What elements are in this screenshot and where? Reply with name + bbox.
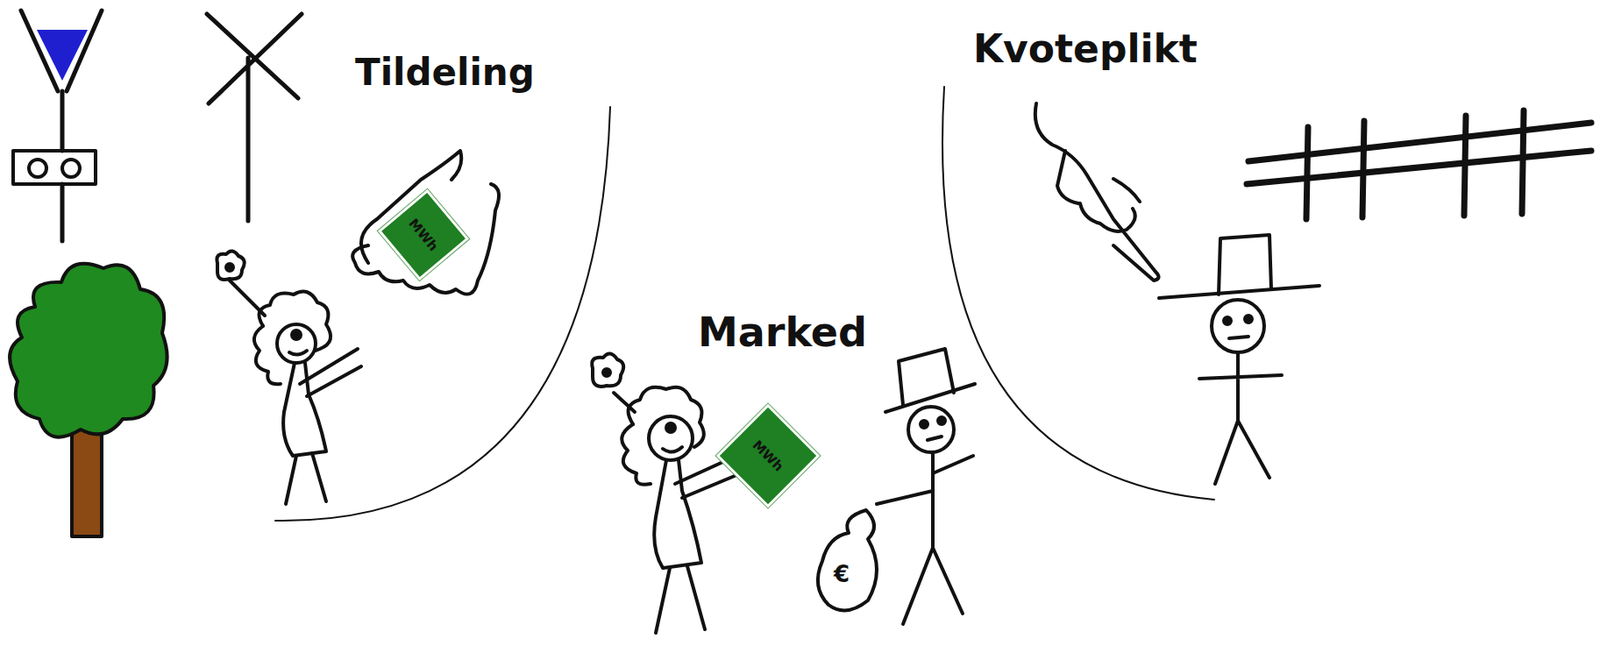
pointing-hand [1035,103,1160,281]
tree [9,263,168,537]
hydro-symbol [13,10,102,242]
girl-figure [216,250,362,505]
certificate-box: MWh [377,189,470,281]
girl-figure [591,353,741,633]
section-heading: Tildeling [355,50,535,94]
currency-mark: € [833,561,850,588]
certificate-label: MWh [405,215,442,255]
windmill-symbol [206,14,302,221]
buyer-figure [817,348,975,625]
certificate-box: MWh [716,404,821,509]
region-arc [942,86,1215,500]
region-arc [275,106,611,521]
obligated-figure [1159,234,1320,484]
fence [1246,110,1592,220]
section-heading: Marked [697,308,868,356]
section-heading: Kvoteplikt [973,26,1198,72]
certificate-label: MWh [749,437,788,476]
giving-hand [352,150,499,295]
